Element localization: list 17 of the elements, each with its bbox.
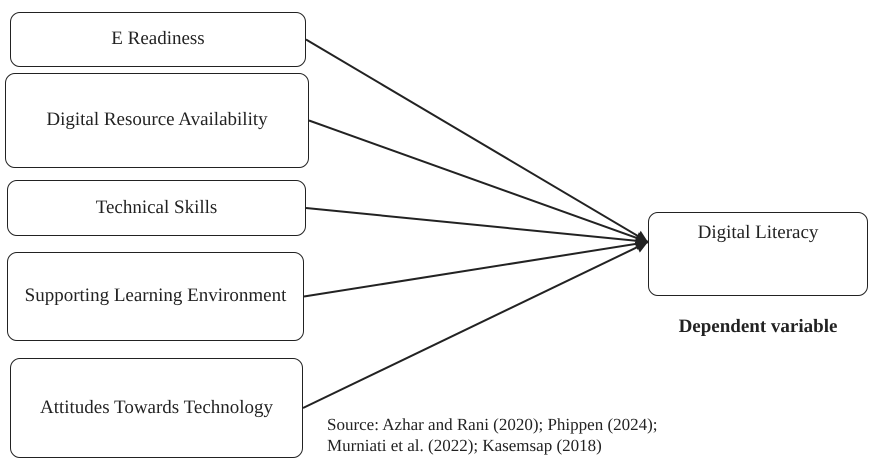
variable-box: [7, 180, 306, 236]
box-text: E Readiness: [111, 27, 205, 52]
arrow: [302, 241, 648, 409]
variable-box: [7, 252, 304, 341]
box-text: Technical Skills: [96, 196, 218, 220]
box-text: Supporting Learning Environment: [24, 284, 286, 308]
variable-box: [10, 12, 306, 67]
node-caption: Dependent variable: [678, 316, 838, 338]
box-text: Digital Literacy: [698, 221, 818, 245]
arrow: [306, 38, 648, 243]
box-text: Digital Resource Availability: [46, 108, 268, 132]
variable-box: [648, 212, 868, 296]
box-text: Attitudes Towards Technology: [40, 396, 274, 420]
variable-box: [5, 73, 309, 168]
arrow: [304, 238, 648, 298]
variable-box: [10, 358, 303, 458]
source-note: Source: Azhar and Rani (2020); Phippen (2024); Murniati et al. (2022); Kasemsap (2018): [327, 414, 658, 456]
